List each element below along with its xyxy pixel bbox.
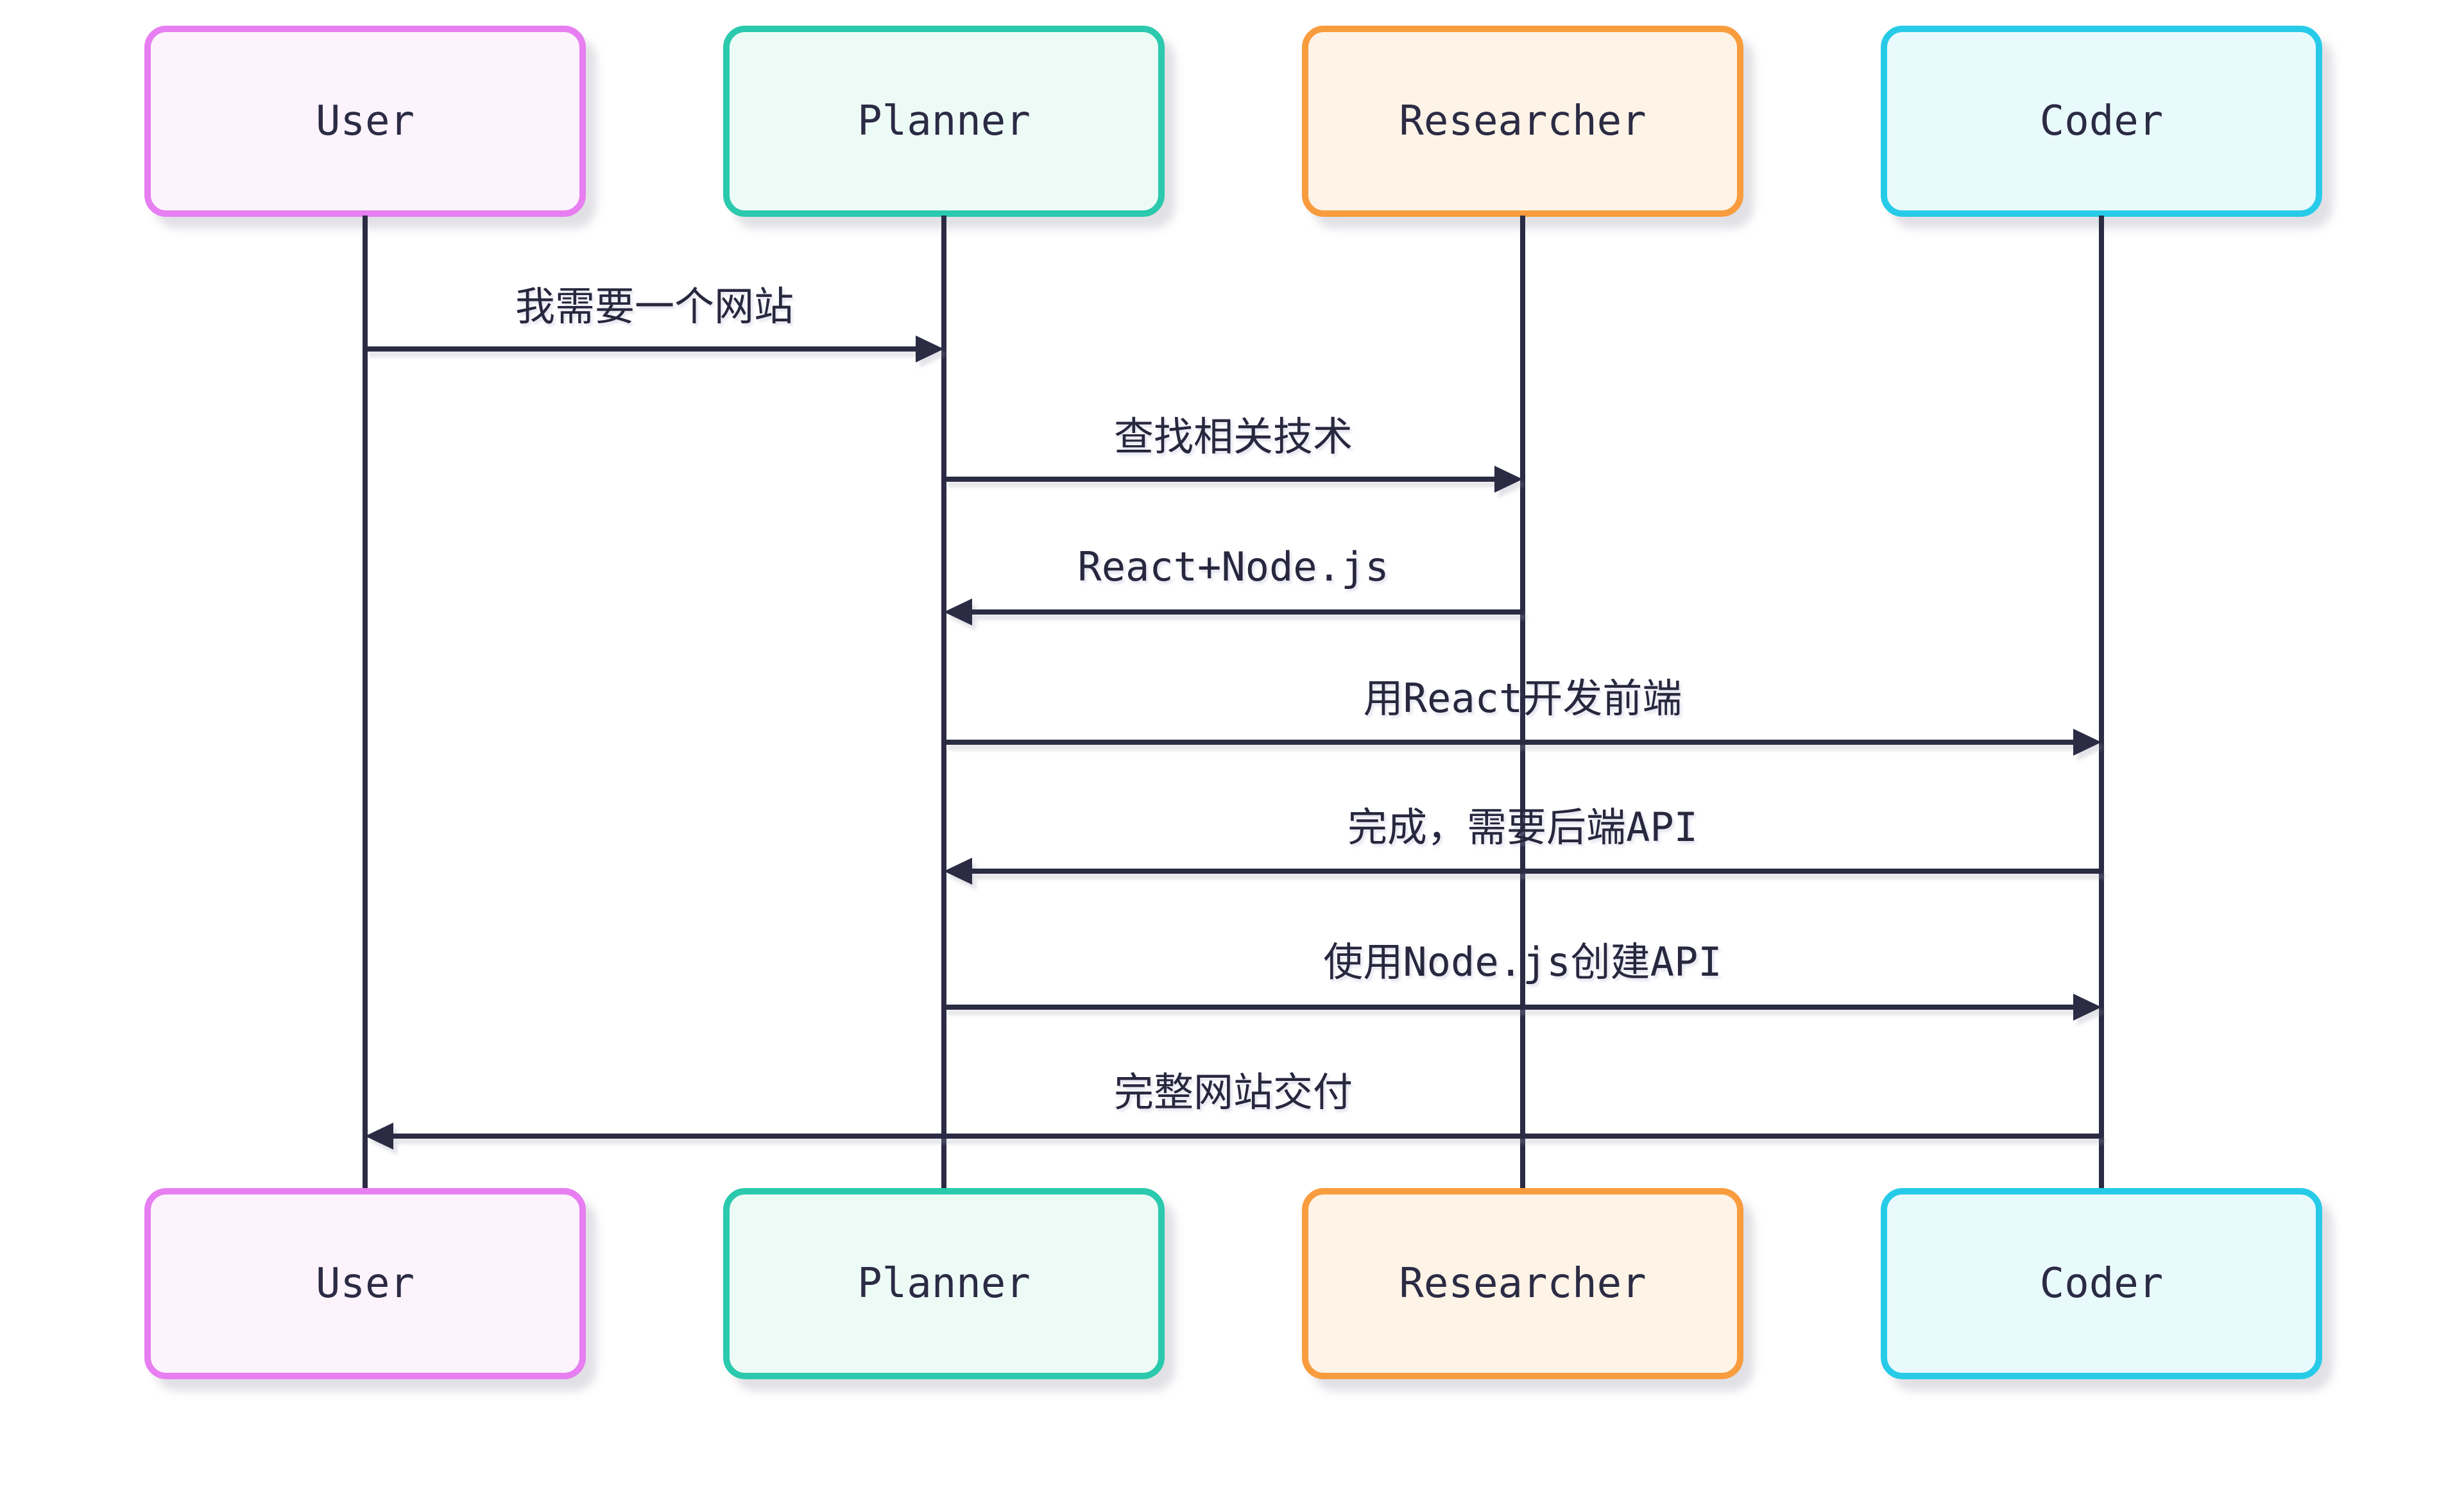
message-label: 我需要一个网站 bbox=[515, 283, 794, 330]
actor-box-coder-bottom: Coder bbox=[1881, 1188, 2322, 1379]
arrowhead-right-icon bbox=[916, 336, 944, 362]
actor-box-user-top: User bbox=[144, 26, 586, 217]
actor-box-planner-bottom: Planner bbox=[723, 1188, 1165, 1379]
arrow-line bbox=[388, 1134, 2101, 1139]
arrowhead-right-icon bbox=[1494, 466, 1523, 493]
actor-label: User bbox=[315, 1260, 415, 1307]
arrowhead-left-icon bbox=[944, 599, 972, 625]
actor-box-researcher-bottom: Researcher bbox=[1302, 1188, 1743, 1379]
actor-label: Coder bbox=[2039, 98, 2164, 145]
arrow-line bbox=[944, 740, 2078, 745]
message-label: 完整网站交付 bbox=[1113, 1069, 1353, 1116]
actor-box-researcher-top: Researcher bbox=[1302, 26, 1743, 217]
arrow-line bbox=[944, 1005, 2078, 1010]
lifeline-researcher bbox=[1520, 216, 1525, 1189]
actor-box-planner-top: Planner bbox=[723, 26, 1165, 217]
arrow-line bbox=[967, 869, 2101, 874]
lifeline-user bbox=[363, 216, 368, 1189]
arrowhead-right-icon bbox=[2073, 729, 2101, 756]
lifeline-planner bbox=[941, 216, 946, 1189]
arrowhead-left-icon bbox=[944, 858, 972, 885]
actor-label: Researcher bbox=[1399, 98, 1647, 145]
message-label: 用React开发前端 bbox=[1363, 675, 1682, 722]
message-label: React+Node.js bbox=[1077, 543, 1389, 590]
actor-label: Coder bbox=[2039, 1260, 2164, 1307]
message-label: 查找相关技术 bbox=[1113, 413, 1353, 460]
actor-label: Researcher bbox=[1399, 1260, 1647, 1307]
message-label: 使用Node.js创建API bbox=[1323, 939, 1722, 985]
arrowhead-left-icon bbox=[365, 1123, 393, 1150]
actor-label: Planner bbox=[857, 1260, 1031, 1307]
lifeline-coder bbox=[2099, 216, 2104, 1189]
arrow-line bbox=[967, 609, 1523, 615]
arrow-line bbox=[365, 346, 921, 352]
message-label: 完成，需要后端API bbox=[1348, 804, 1698, 851]
actor-box-coder-top: Coder bbox=[1881, 26, 2322, 217]
actor-label: User bbox=[315, 98, 415, 145]
actor-label: Planner bbox=[857, 98, 1031, 145]
actor-box-user-bottom: User bbox=[144, 1188, 586, 1379]
arrowhead-right-icon bbox=[2073, 994, 2101, 1021]
arrow-line bbox=[944, 477, 1500, 482]
